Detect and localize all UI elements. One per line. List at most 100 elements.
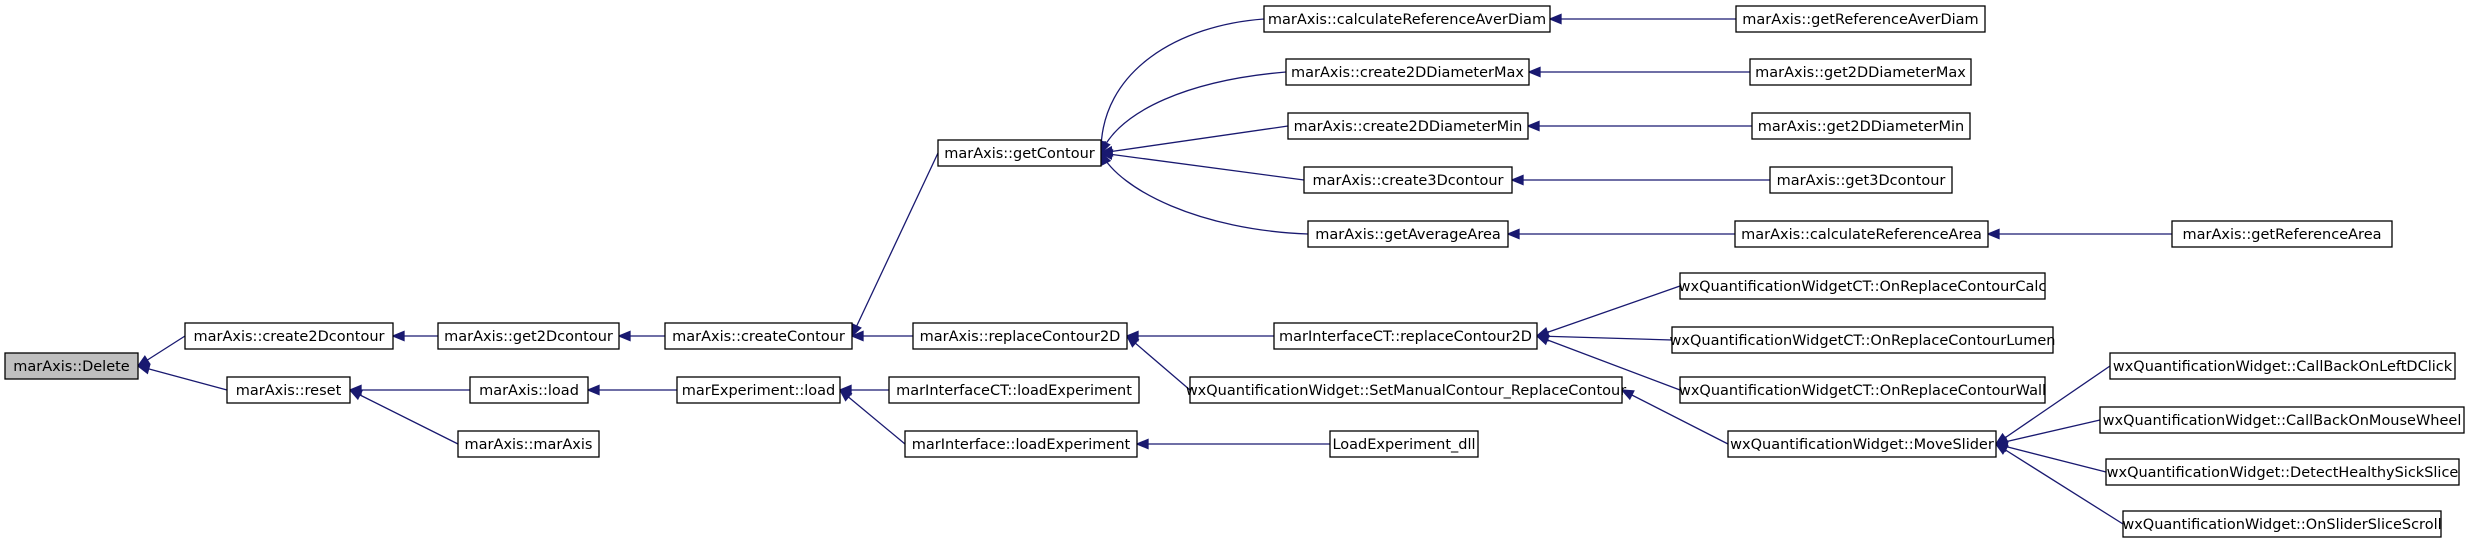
arrowhead-icon <box>1548 13 1562 25</box>
graph-node[interactable]: marAxis::replaceContour2D <box>912 322 1128 350</box>
graph-node[interactable]: wxQuantificationWidgetCT::OnReplaceConto… <box>1679 376 2046 404</box>
edge-n25-to-n17 <box>1535 285 1681 338</box>
node-box[interactable] <box>664 322 853 350</box>
node-box[interactable] <box>1285 58 1530 86</box>
graph-node[interactable]: marAxis::calculateReferenceAverDiam <box>1263 5 1551 33</box>
node-label: marInterfaceCT::replaceContour2D <box>1279 329 1532 345</box>
graph-node[interactable]: marAxis::get2DDiameterMin <box>1751 112 1971 140</box>
graph-node[interactable]: wxQuantificationWidgetCT::OnReplaceConto… <box>1670 326 2056 354</box>
arrowhead-icon <box>1135 438 1149 450</box>
graph-node[interactable]: wxQuantificationWidget::MoveSlider <box>1727 430 1997 458</box>
node-box[interactable] <box>2171 220 2393 248</box>
graph-node[interactable]: marAxis::create2Dcontour <box>184 322 394 350</box>
edge-n23-to-n15 <box>1510 174 1770 186</box>
node-box[interactable] <box>1307 220 1509 248</box>
graph-node[interactable]: marAxis::getContour <box>937 139 1102 167</box>
node-box[interactable] <box>937 139 1102 167</box>
node-box[interactable] <box>469 376 589 404</box>
graph-node[interactable]: wxQuantificationWidget::SetManualContour… <box>1186 376 1626 404</box>
node-box[interactable] <box>2109 352 2456 380</box>
node-label: LoadExperiment_dll <box>1332 437 1475 453</box>
graph-node[interactable]: marAxis::reset <box>226 376 351 404</box>
node-box[interactable] <box>1727 430 1997 458</box>
node-box[interactable] <box>1671 326 2054 354</box>
edge-n15-to-n8 <box>1099 149 1305 181</box>
node-box[interactable] <box>226 376 351 404</box>
arrowhead-icon <box>348 389 363 401</box>
node-label: marAxis::reset <box>236 383 342 399</box>
edge-n9-to-n6 <box>850 330 913 342</box>
graph-node[interactable]: marAxis::get2Dcontour <box>437 322 620 350</box>
node-box[interactable] <box>4 352 139 380</box>
node-label: marAxis::create2DDiameterMin <box>1294 119 1523 135</box>
graph-node[interactable]: marAxis::load <box>469 376 589 404</box>
graph-node[interactable]: marInterface::loadExperiment <box>904 430 1138 458</box>
node-label: marAxis::calculateReferenceArea <box>1741 227 1982 243</box>
graph-node[interactable]: marInterfaceCT::replaceContour2D <box>1273 322 1538 350</box>
edge-line <box>1621 389 1729 445</box>
node-box[interactable] <box>2122 510 2442 538</box>
node-box[interactable] <box>912 322 1128 350</box>
node-box[interactable] <box>676 376 841 404</box>
arrowhead-icon <box>1510 174 1524 186</box>
node-label: wxQuantificationWidget::CallBackOnLeftDC… <box>2113 359 2453 375</box>
graph-node[interactable]: wxQuantificationWidgetCT::OnReplaceConto… <box>1679 272 2047 300</box>
node-box[interactable] <box>1287 112 1529 140</box>
node-box[interactable] <box>1734 220 1989 248</box>
edge-line <box>1100 152 1309 235</box>
graph-node[interactable]: marAxis::get3Dcontour <box>1769 166 1953 194</box>
arrowhead-icon <box>850 330 864 342</box>
node-box[interactable] <box>457 430 600 458</box>
node-box[interactable] <box>904 430 1138 458</box>
graph-node[interactable]: marExperiment::load <box>676 376 841 404</box>
node-box[interactable] <box>1749 58 1972 86</box>
graph-node[interactable]: marAxis::marAxis <box>457 430 600 458</box>
graph-node[interactable]: wxQuantificationWidget::CallBackOnLeftDC… <box>2109 352 2456 380</box>
node-box[interactable] <box>1769 166 1953 194</box>
call-graph-nodes: marAxis::DeletemarAxis::create2Dcontourm… <box>4 5 2465 538</box>
graph-node[interactable]: marAxis::getReferenceAverDiam <box>1735 5 1986 33</box>
node-box[interactable] <box>1679 376 2046 404</box>
node-box[interactable] <box>184 322 394 350</box>
node-box[interactable] <box>1263 5 1551 33</box>
graph-node[interactable]: wxQuantificationWidget::OnSliderSliceScr… <box>2122 510 2442 538</box>
node-box[interactable] <box>1189 376 1623 404</box>
node-box[interactable] <box>1303 166 1513 194</box>
graph-node[interactable]: wxQuantificationWidget::CallBackOnMouseW… <box>2099 406 2465 434</box>
graph-node[interactable]: marAxis::create2DDiameterMin <box>1287 112 1529 140</box>
node-box[interactable] <box>1751 112 1971 140</box>
graph-node[interactable]: LoadExperiment_dll <box>1329 430 1479 458</box>
graph-node[interactable]: marAxis::create3Dcontour <box>1303 166 1513 194</box>
node-box[interactable] <box>2099 406 2465 434</box>
graph-node[interactable]: marAxis::calculateReferenceArea <box>1734 220 1989 248</box>
node-label: marInterfaceCT::loadExperiment <box>896 383 1132 399</box>
graph-node[interactable]: marInterfaceCT::loadExperiment <box>888 376 1140 404</box>
edge-line <box>1995 419 2101 445</box>
arrowhead-icon <box>586 384 600 396</box>
graph-node[interactable]: marAxis::get2DDiameterMax <box>1749 58 1972 86</box>
graph-node[interactable]: marAxis::create2DDiameterMax <box>1285 58 1530 86</box>
arrowhead-icon <box>136 363 151 375</box>
node-box[interactable] <box>888 376 1140 404</box>
graph-node[interactable]: marAxis::Delete <box>4 352 139 380</box>
arrowhead-icon <box>1506 228 1520 240</box>
node-label: marAxis::get2Dcontour <box>444 329 613 345</box>
node-box[interactable] <box>1273 322 1538 350</box>
arrowhead-icon <box>1526 120 1540 132</box>
graph-node[interactable]: marAxis::getReferenceArea <box>2171 220 2393 248</box>
node-box[interactable] <box>1329 430 1479 458</box>
node-label: wxQuantificationWidgetCT::OnReplaceConto… <box>1679 279 2047 295</box>
node-box[interactable] <box>1679 272 2046 300</box>
node-label: marAxis::create2Dcontour <box>194 329 385 345</box>
node-box[interactable] <box>2105 458 2460 486</box>
node-box[interactable] <box>1735 5 1986 33</box>
graph-node[interactable]: marAxis::getAverageArea <box>1307 220 1509 248</box>
node-label: wxQuantificationWidget::DetectHealthySic… <box>2107 465 2459 481</box>
node-label: marExperiment::load <box>682 383 836 399</box>
node-label: marAxis::marAxis <box>465 437 593 453</box>
graph-node[interactable]: marAxis::createContour <box>664 322 853 350</box>
graph-node[interactable]: wxQuantificationWidget::DetectHealthySic… <box>2105 458 2460 486</box>
node-box[interactable] <box>437 322 620 350</box>
edge-line <box>1100 152 1305 181</box>
